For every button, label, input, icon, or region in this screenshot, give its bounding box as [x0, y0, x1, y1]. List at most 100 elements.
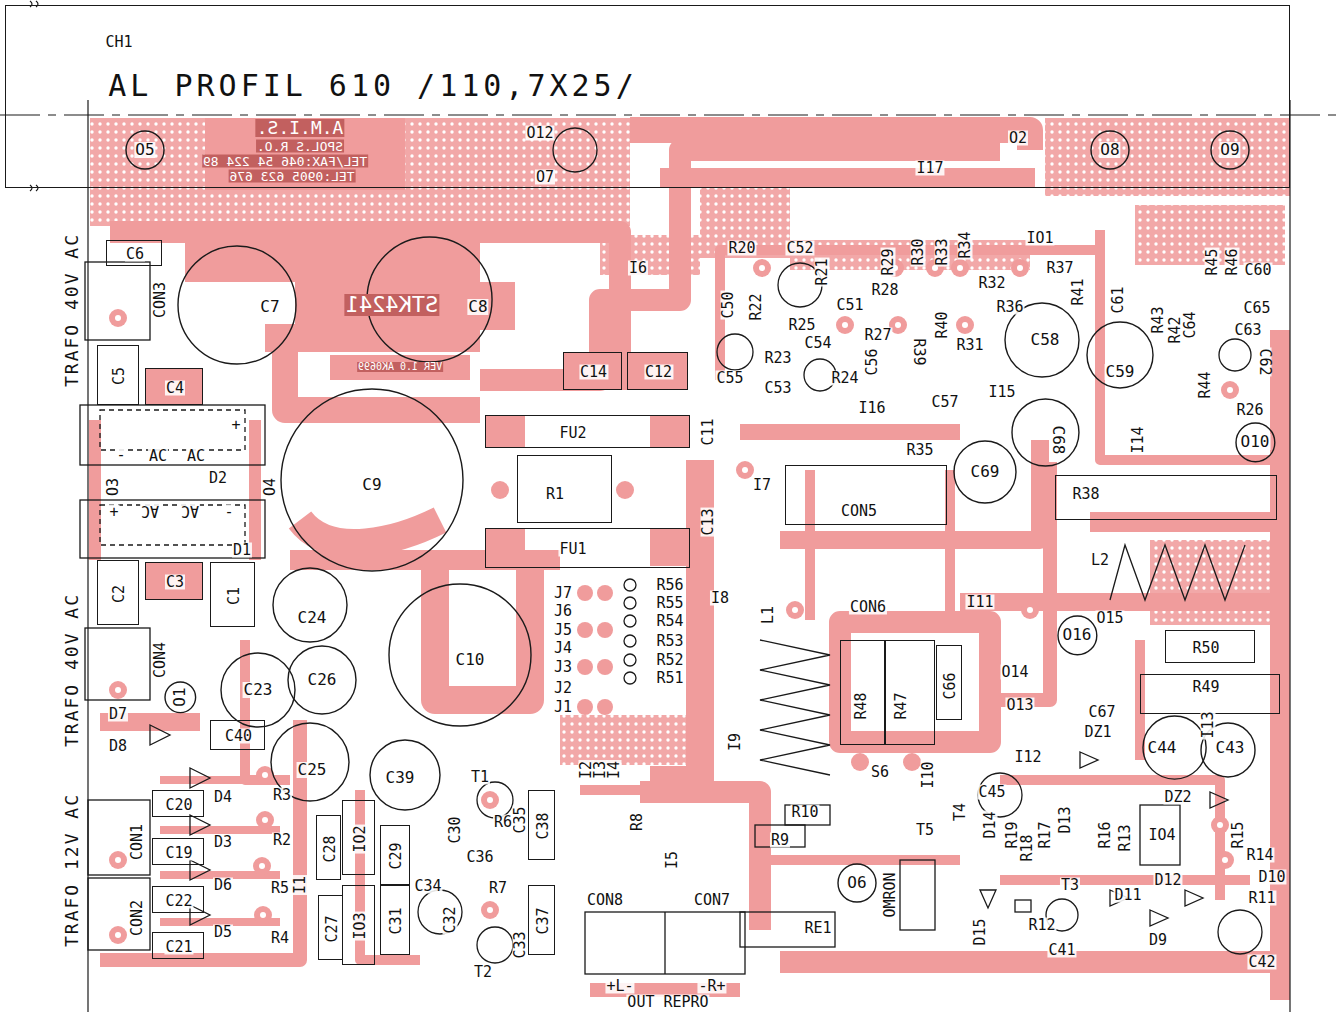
part-label: S6 — [870, 765, 890, 780]
component-outline: C28 — [316, 815, 341, 880]
part-label: R35 — [905, 443, 934, 458]
part-name: C2 — [112, 583, 127, 603]
part-label: T4 — [953, 802, 968, 822]
part-label: J5 — [553, 623, 573, 638]
mounting-hole: O1 — [164, 681, 197, 714]
part-label: I3 — [593, 760, 608, 780]
part-label: I2 — [579, 760, 594, 780]
part-name: C28 — [322, 834, 337, 863]
pad-hole — [115, 265, 1233, 938]
part-label: O3 — [106, 477, 121, 497]
part-label: R37 — [1045, 261, 1074, 276]
part-label: R9 — [770, 833, 790, 848]
part-name: R47 — [894, 691, 909, 720]
part-label: R6 — [493, 815, 513, 830]
part-name: C31 — [389, 906, 404, 935]
part-name: C10 — [455, 652, 486, 668]
capacitor-outline: C23 — [220, 652, 296, 728]
part-label: L2 — [1090, 553, 1110, 568]
capacitor-outline: C10 — [388, 583, 532, 727]
part-label: D8 — [108, 739, 128, 754]
part-label: DZ2 — [1163, 790, 1192, 805]
capacitor-outline: C7 — [177, 245, 297, 365]
part-label: R55 — [655, 596, 684, 611]
component-outline: C20 — [152, 790, 204, 817]
part-label: J2 — [553, 681, 573, 696]
mounting-hole: O8 — [1090, 130, 1130, 170]
part-label: C54 — [803, 336, 832, 351]
component-outline — [80, 128, 1262, 974]
part-name: CON5 — [840, 504, 878, 519]
part-label: C36 — [465, 850, 494, 865]
part-label: I12 — [1013, 750, 1042, 765]
part-name: C19 — [164, 845, 193, 860]
part-label: I1 — [293, 875, 308, 895]
part-label: +L- — [605, 979, 634, 994]
part-label: I5 — [665, 850, 680, 870]
part-label: R44 — [1198, 370, 1213, 399]
part-label: I13 — [1201, 710, 1216, 739]
part-label: C57 — [930, 395, 959, 410]
part-label: R22 — [749, 292, 764, 321]
part-label: R52 — [655, 653, 684, 668]
part-label: O12 — [525, 126, 554, 141]
part-label: D11 — [1113, 888, 1142, 903]
part-label: C51 — [835, 298, 864, 313]
mounting-hole: O16 — [1057, 615, 1098, 656]
part-label: J1 — [553, 700, 573, 715]
part-name: C58 — [1030, 332, 1061, 348]
part-label: R18 — [1020, 833, 1035, 862]
component-outline: C14 — [563, 352, 622, 390]
part-label: R53 — [655, 634, 684, 649]
part-name: C27 — [324, 914, 339, 943]
ic-outline: IO2 — [342, 800, 375, 875]
part-label: R2 — [272, 833, 292, 848]
part-label: C67 — [1087, 705, 1116, 720]
part-label: D1 — [232, 543, 252, 558]
part-label: I4 — [607, 760, 622, 780]
part-name: R49 — [1191, 680, 1220, 695]
connector-outline: CON5 — [785, 465, 947, 525]
part-label: D14 — [983, 810, 998, 839]
component-outline: C37 — [528, 885, 555, 955]
part-label: C55 — [715, 371, 744, 386]
part-label: - — [223, 505, 234, 520]
part-label: R7 — [488, 881, 508, 896]
part-label: R39 — [911, 337, 926, 366]
component-outline: C22 — [152, 886, 204, 913]
part-label: O4 — [263, 477, 278, 497]
part-name: O9 — [1219, 142, 1240, 158]
part-label: R46 — [1225, 247, 1240, 276]
part-name: C12 — [644, 365, 673, 380]
part-name: O5 — [134, 142, 155, 158]
component-outline: C27 — [318, 895, 343, 960]
part-label: D7 — [108, 707, 128, 722]
part-label: CON2 — [130, 899, 145, 937]
part-label: CON4 — [153, 641, 168, 679]
part-name: C7 — [259, 299, 280, 315]
part-label: I10 — [921, 760, 936, 789]
part-label: C63 — [1233, 323, 1262, 338]
part-label: R43 — [1151, 305, 1166, 334]
part-name: C23 — [243, 682, 274, 698]
part-label: D13 — [1058, 805, 1073, 834]
capacitor-outline: C69 — [953, 440, 1017, 504]
part-label: R54 — [655, 614, 684, 629]
part-label: AC — [148, 449, 168, 464]
part-label: AC — [180, 503, 200, 518]
part-name: C8 — [467, 299, 488, 315]
part-name: C26 — [307, 672, 338, 688]
part-label: I6 — [628, 261, 648, 276]
resistor-outline: R49 — [1140, 674, 1280, 714]
part-label: I7 — [752, 478, 772, 493]
part-label: R19 — [1005, 820, 1020, 849]
part-label: AC — [186, 449, 206, 464]
part-label: O15 — [1095, 611, 1124, 626]
part-label: R24 — [830, 371, 859, 386]
part-name: C29 — [389, 841, 404, 870]
part-label: T3 — [1060, 878, 1080, 893]
part-label: RE1 — [803, 921, 832, 936]
part-label: R13 — [1118, 823, 1133, 852]
component-outline: C12 — [627, 352, 688, 390]
part-label: C13 — [701, 507, 716, 536]
